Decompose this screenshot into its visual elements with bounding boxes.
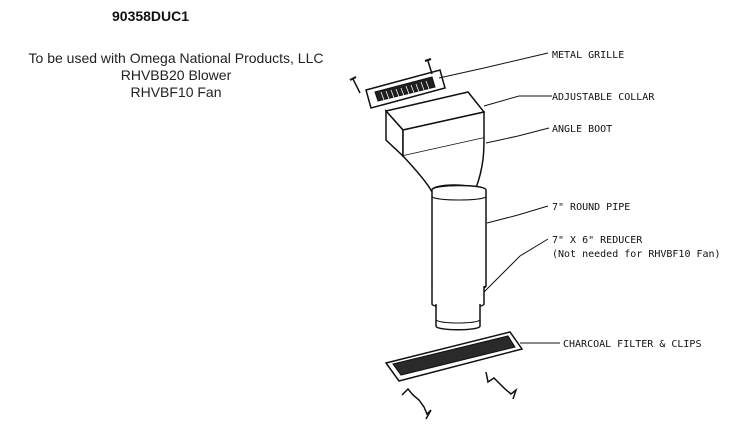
filter-clip-left bbox=[401, 387, 432, 420]
callout-metal-grille: METAL GRILLE bbox=[552, 50, 624, 61]
callout-leaders bbox=[438, 52, 560, 344]
usage-line-3: RHVBF10 Fan bbox=[130, 84, 222, 100]
callout-round-pipe: 7" ROUND PIPE bbox=[552, 202, 630, 213]
callout-reducer: 7" X 6" REDUCER bbox=[552, 235, 643, 246]
usage-line-2: RHVBB20 Blower bbox=[120, 67, 232, 83]
round-pipe bbox=[431, 184, 487, 292]
metal-grille bbox=[349, 58, 446, 109]
reducer bbox=[431, 286, 485, 331]
model-number: 90358DUC1 bbox=[112, 8, 190, 24]
callout-charcoal-filter: CHARCOAL FILTER & CLIPS bbox=[563, 339, 701, 350]
callout-reducer-note: (Not needed for RHVBF10 Fan) bbox=[552, 249, 721, 260]
filter-clip-right bbox=[485, 371, 518, 400]
callout-angle-boot: ANGLE BOOT bbox=[552, 124, 612, 135]
usage-line-1: To be used with Omega National Products,… bbox=[28, 50, 324, 66]
grille-screw-left bbox=[352, 78, 361, 94]
callout-adjustable-collar: ADJUSTABLE COLLAR bbox=[552, 92, 655, 103]
charcoal-filter bbox=[384, 331, 524, 420]
usage-note: To be used with Omega National Products,… bbox=[0, 50, 352, 101]
grille-screw-right bbox=[427, 60, 433, 75]
